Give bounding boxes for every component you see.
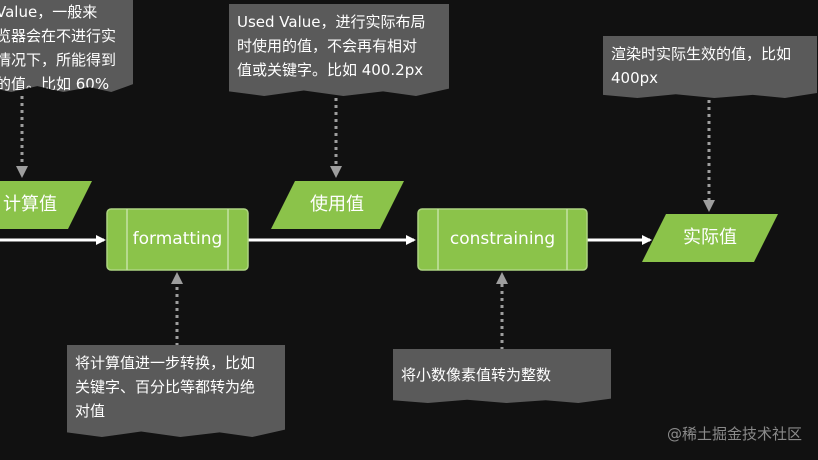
- note-formatting: 将计算值进一步转换，比如 关键字、百分比等都转为绝 对值: [67, 345, 285, 437]
- note-constraining: 将小数像素值转为整数: [393, 349, 611, 403]
- node-formatting-label: formatting: [132, 229, 223, 249]
- node-used-label: 使用值: [310, 194, 364, 215]
- node-used-shape: [271, 181, 404, 229]
- node-actual-shape: [642, 214, 778, 262]
- note-actual-value: 渲染时实际生效的值，比如 400px: [603, 36, 817, 98]
- node-formatting-shape: [106, 208, 249, 271]
- note-computed-value: Value，一般来 览器会在不进行实 情况下，所能得到 的值。比如 60%: [0, 0, 133, 92]
- node-actual-label: 实际值: [683, 227, 737, 248]
- watermark: @稀土掘金技术社区: [666, 425, 802, 443]
- node-constraining-label: constraining: [449, 229, 556, 249]
- node-computed-shape: [0, 181, 92, 229]
- node-computed-label: 计算值: [3, 194, 57, 215]
- note-used-value: Used Value，进行实际布局 时使用的值，不会再有相对 值或关键字。比如 …: [229, 4, 449, 96]
- node-constraining-shape: [417, 208, 588, 271]
